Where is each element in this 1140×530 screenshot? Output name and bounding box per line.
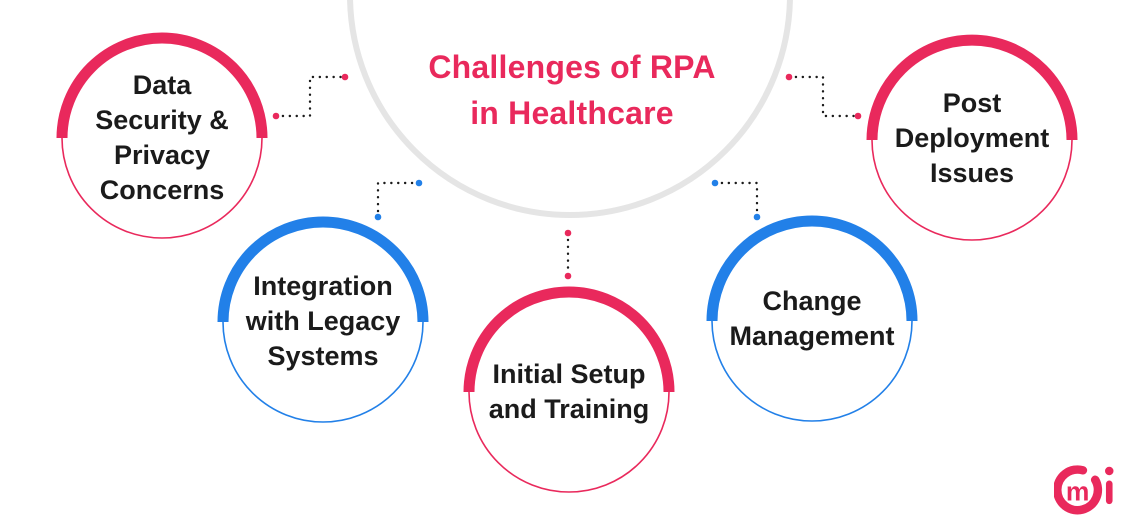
bubble-label-line: with Legacy — [245, 306, 401, 336]
bubble-label-line: Security & — [95, 105, 229, 135]
connector-data-security — [272, 73, 349, 120]
page-title: Challenges of RPA in Healthcare — [322, 44, 822, 136]
bubble-label-line: Concerns — [99, 175, 225, 205]
bubble-label-line: Issues — [929, 158, 1015, 188]
cmi-logo: m — [1053, 460, 1122, 523]
title-line-1: Challenges of RPA — [428, 49, 716, 85]
logo-m-letter: m — [1066, 476, 1090, 506]
bubble-ring-integration-legacy — [217, 216, 429, 423]
connector-change-management — [711, 179, 761, 221]
connector-endpoint-dot — [564, 229, 572, 237]
connector-endpoint-dot — [415, 179, 423, 187]
bubble-label-line: Deployment — [894, 123, 1050, 153]
bubble-label-line: Privacy — [113, 140, 211, 170]
bubble-label-integration-legacy: Integration with Legacy Systems — [223, 269, 423, 374]
connector-endpoint-dot — [341, 73, 349, 81]
bubble-thick-arc — [463, 286, 675, 393]
bubble-thick-arc — [866, 34, 1078, 141]
bubble-label-post-deployment: Post Deployment Issues — [872, 86, 1072, 191]
connector-endpoint-dot — [854, 112, 862, 120]
bubble-label-line: and Training — [488, 394, 650, 424]
bubble-label-line: Management — [729, 321, 895, 351]
bubble-label-line: Integration — [253, 271, 393, 301]
connector-endpoint-dot — [785, 73, 793, 81]
header-arc — [347, 0, 793, 218]
connector-dotted-line — [274, 75, 347, 118]
connector-endpoint-dot — [564, 272, 572, 280]
cmi-logo-glyphs: m — [1053, 465, 1114, 515]
connector-dotted-line — [713, 181, 759, 219]
cmi-logo-mark: m — [1053, 465, 1114, 515]
logo-c-ring — [1053, 465, 1103, 515]
title-line-2: in Healthcare — [470, 95, 674, 131]
bubble-thick-arc — [706, 215, 918, 322]
bubble-label-line: Change — [762, 286, 862, 316]
connector-endpoint-dot — [753, 213, 761, 221]
bubble-label-line: Initial Setup — [492, 359, 646, 389]
bubble-label-change-management: Change Management — [712, 284, 912, 354]
bubble-thick-arc — [217, 216, 429, 323]
connector-integration-legacy — [374, 179, 423, 221]
connector-endpoint-dot — [272, 112, 280, 120]
logo-i-dot — [1105, 466, 1114, 476]
bubble-ring-data-security — [56, 32, 268, 239]
bubble-label-data-security: Data Security & Privacy Concerns — [62, 68, 262, 208]
bubble-thick-arc — [56, 32, 268, 139]
bubble-ring-post-deployment — [866, 34, 1078, 241]
bubble-label-line: Post — [942, 88, 1002, 118]
bubble-ring-change-management — [706, 215, 918, 422]
connector-endpoint-dot — [711, 179, 719, 187]
bubble-label-line: Systems — [267, 341, 379, 371]
logo-i-stem — [1105, 480, 1113, 505]
connector-post-deployment — [785, 73, 862, 120]
connector-initial-setup — [564, 229, 572, 280]
connector-dotted-line — [787, 75, 860, 118]
bubble-ring-initial-setup — [463, 286, 675, 493]
bubble-label-initial-setup: Initial Setup and Training — [469, 357, 669, 427]
connector-dotted-line — [376, 181, 421, 219]
connector-endpoint-dot — [374, 213, 382, 221]
bubble-label-line: Data — [132, 70, 192, 100]
